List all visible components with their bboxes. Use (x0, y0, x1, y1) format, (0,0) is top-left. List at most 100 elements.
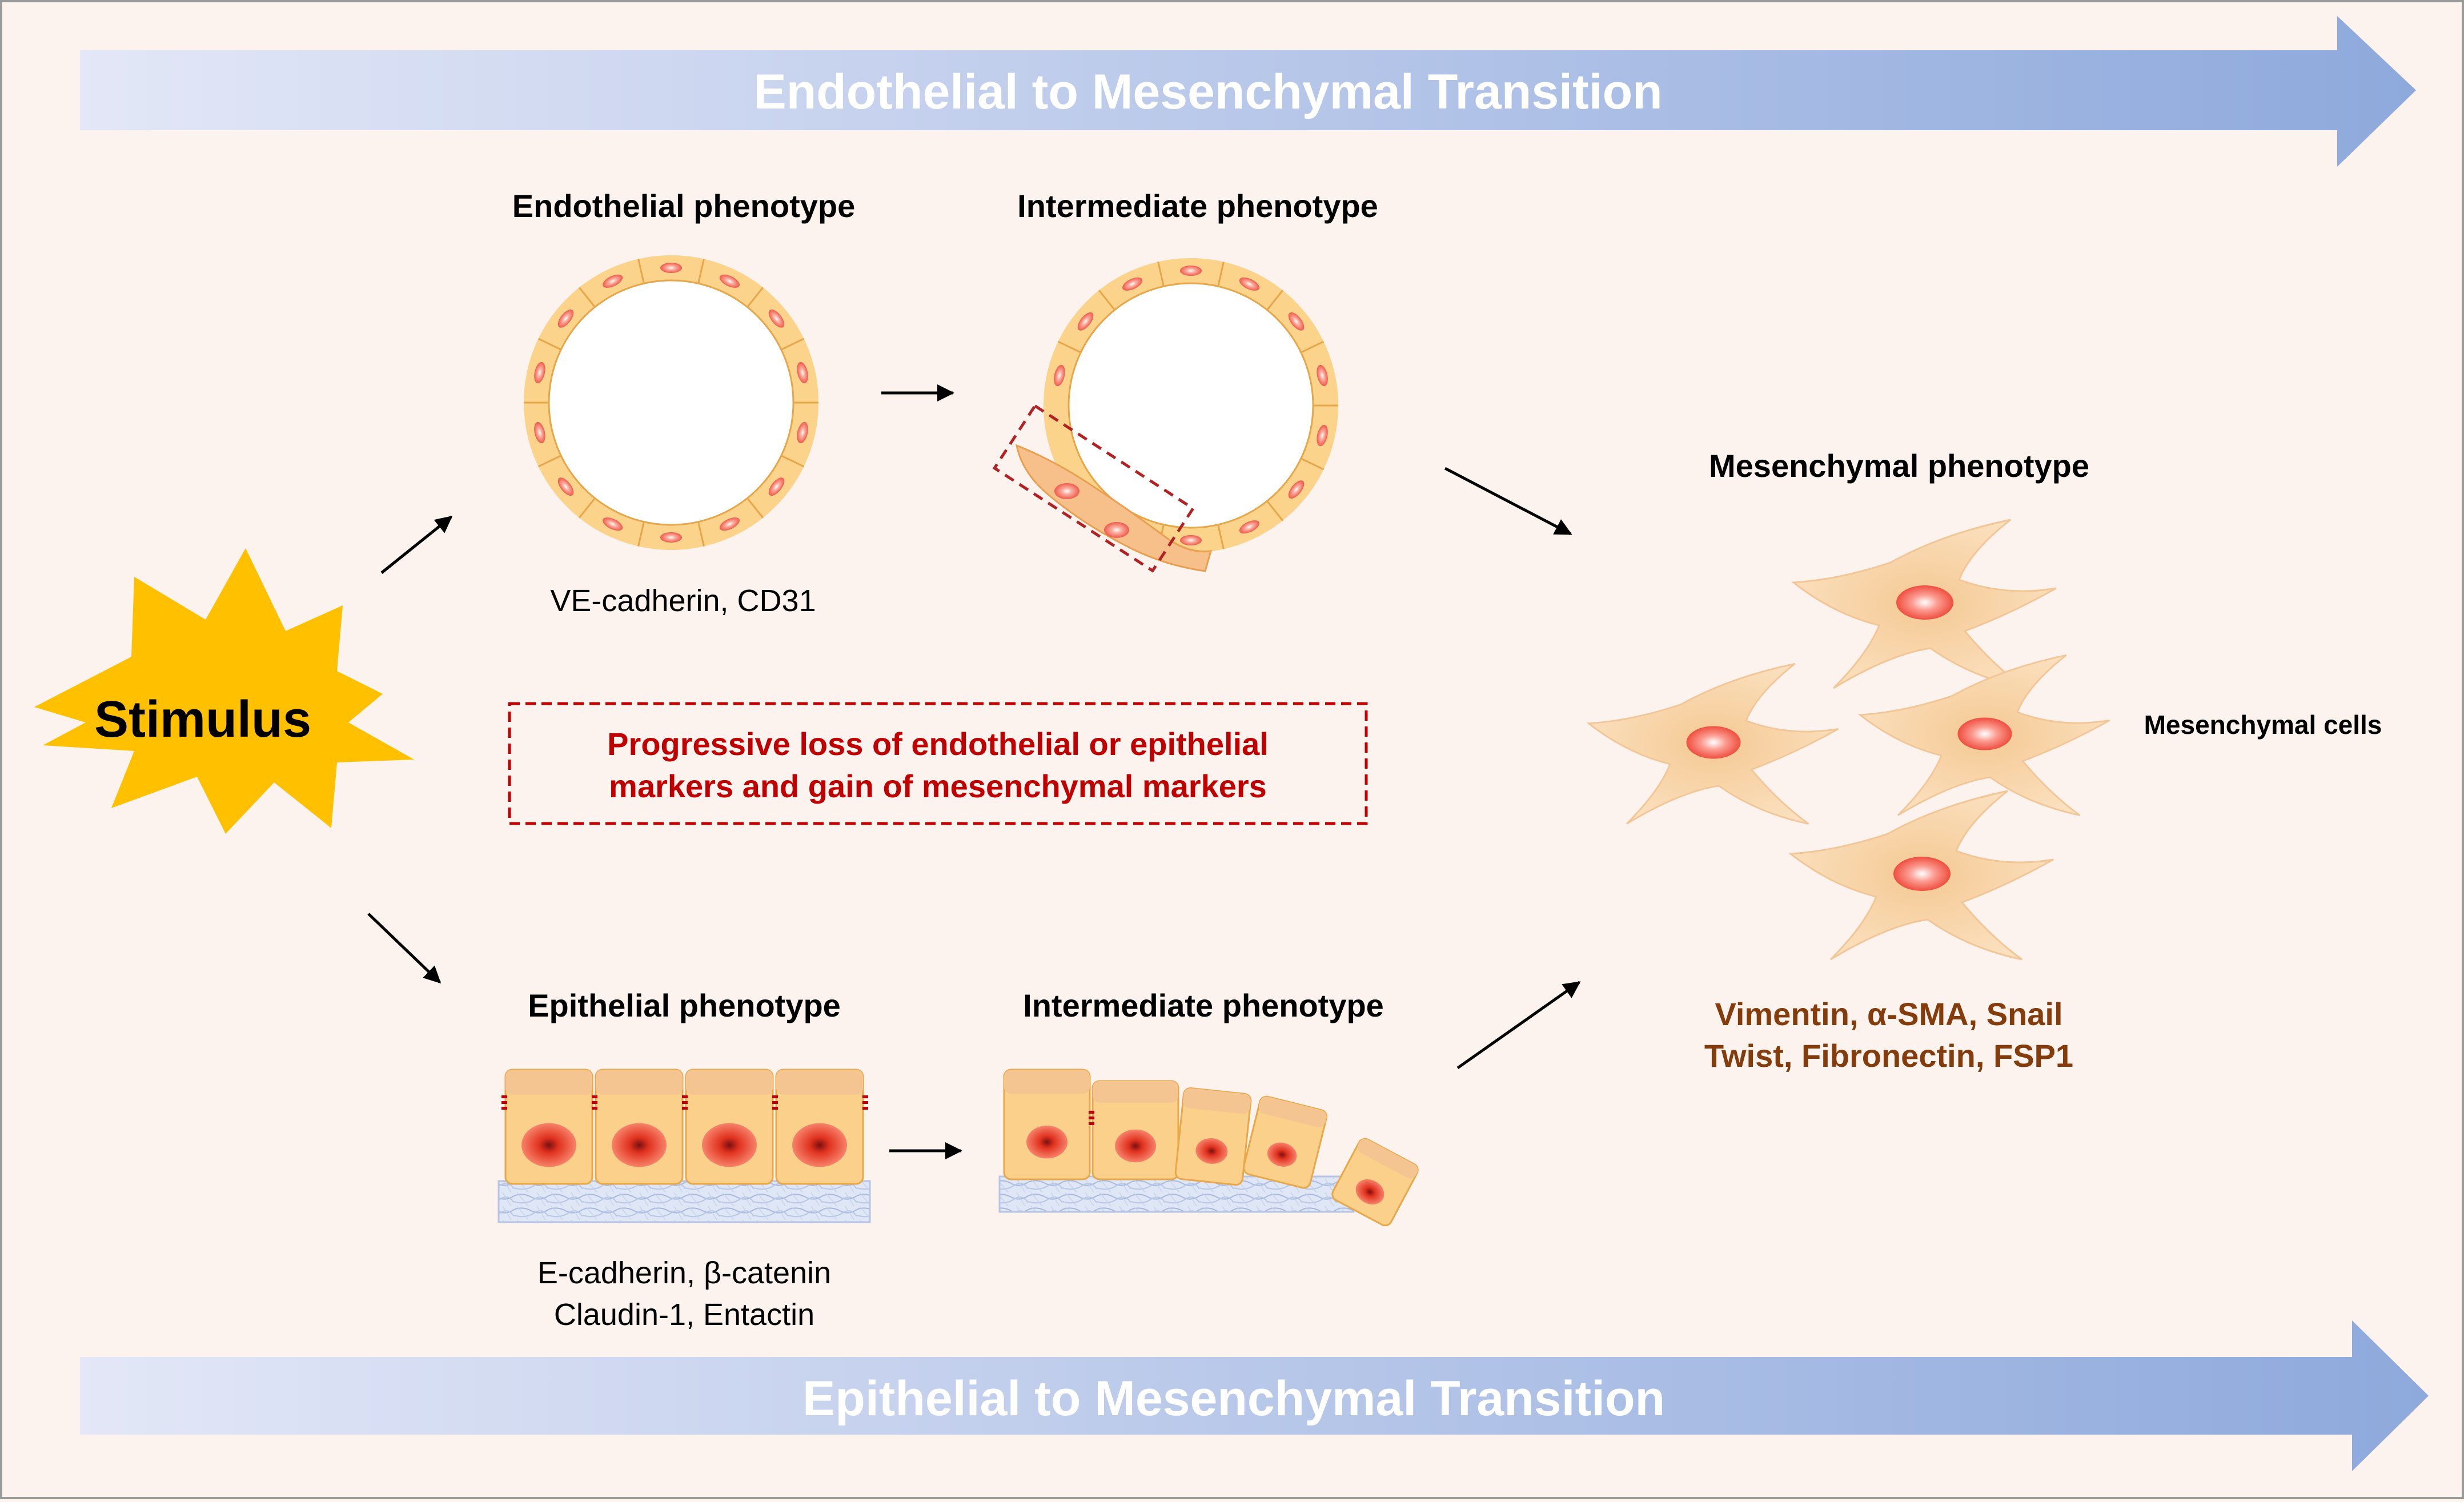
cell-junction (697, 521, 705, 547)
cell-junction (537, 455, 561, 468)
cell-apical (1357, 1139, 1418, 1179)
tight-junction (1089, 1117, 1094, 1119)
stimulus-burst: Stimulus (34, 548, 414, 834)
vessel-nucleus (1239, 277, 1259, 291)
intermediate-epithelial-layer (998, 1069, 1419, 1227)
cell-nucleus (1026, 1125, 1068, 1159)
tight-junction (682, 1107, 688, 1110)
transition-highlight-box (992, 404, 1195, 573)
cell-nucleus (1686, 726, 1741, 759)
cell-junction (781, 455, 805, 468)
endothelial-intermediate-title: Intermediate phenotype (1017, 188, 1378, 224)
epithelial-cells (501, 1069, 868, 1185)
vessel-nucleus (603, 517, 623, 531)
intermediate-epithelial-cells (1003, 1069, 1419, 1227)
cell-apical (1258, 1097, 1327, 1127)
cell-junction (637, 259, 645, 284)
cell-apical (1004, 1070, 1090, 1094)
mesenchymal-cell (1791, 519, 2057, 689)
cell-apical (1183, 1088, 1251, 1114)
cell-junction (747, 287, 764, 308)
cell-nucleus (521, 1123, 576, 1167)
banner-title-bottom: Epithelial to Mesenchymal Transition (802, 1371, 1665, 1426)
mesenchymal-markers-line2: Twist, Fibronectin, FSP1 (1704, 1038, 2073, 1074)
tight-junction (862, 1107, 868, 1110)
mesenchymal-cell (1586, 662, 1839, 825)
progression-box-border (508, 702, 1368, 825)
stimulus-label: Stimulus (94, 691, 311, 748)
vessel-nucleus (1288, 312, 1305, 331)
endothelial-markers: VE-cadherin, CD31 (550, 584, 816, 618)
tight-junction (1089, 1111, 1094, 1114)
arrow-intermediate-to-mesenchymal (1444, 467, 1572, 536)
epithelial-intermediate-title: Intermediate phenotype (1023, 987, 1384, 1023)
detaching-nucleus-1 (1054, 483, 1079, 499)
mesenchymal-cell (1788, 790, 2054, 961)
cell-junction (1266, 290, 1284, 311)
cell-nucleus (1267, 1142, 1297, 1167)
epithelial-markers-line1: E-cadherin, β-catenin (537, 1256, 831, 1290)
banner-arrow-top (80, 16, 2416, 167)
epithelial-cell (1331, 1138, 1419, 1227)
cell-apical (686, 1070, 773, 1095)
vessel-nucleus (797, 421, 808, 444)
endothelial-phenotype-title: Endothelial phenotype (512, 188, 855, 224)
epithelial-phenotype-title: Epithelial phenotype (528, 987, 841, 1023)
cell-apical (1093, 1081, 1178, 1103)
epithelial-cell (595, 1069, 684, 1185)
vessel-nucleus (1317, 424, 1328, 447)
vessel-nucleus (1239, 520, 1259, 534)
vessel-nucleus (768, 309, 785, 328)
tight-junction (862, 1095, 868, 1098)
tight-junction (772, 1095, 778, 1098)
vessel-nucleus (1180, 266, 1202, 276)
vessel-nucleus (660, 263, 682, 273)
vessel-nucleus (1180, 535, 1202, 545)
cell-apical (776, 1070, 863, 1095)
banner-arrow-bottom (80, 1320, 2429, 1471)
endmt-banner: Endothelial to Mesenchymal Transition (80, 16, 2416, 167)
cell-junction (747, 497, 764, 519)
mesenchymal-cells (1586, 519, 2110, 961)
vessel-nucleus (719, 517, 740, 531)
arrow-intermediate-epithelial-to-mesenchymal (1456, 981, 1581, 1070)
epithelial-cell (1003, 1069, 1091, 1180)
cell-nucleus (1893, 857, 1951, 891)
cell-nucleus (612, 1123, 667, 1167)
tight-junction (862, 1101, 868, 1104)
cell-junction (1301, 340, 1325, 354)
mesenchymal-phenotype-title: Mesenchymal phenotype (1709, 448, 2089, 484)
arrow-stimulus-to-endothelial (380, 516, 453, 574)
intermediate-vessel (992, 258, 1338, 573)
detaching-nucleus-2 (1104, 522, 1129, 538)
progression-box: Progressive loss of endothelial or epith… (508, 702, 1368, 825)
epithelial-cell (504, 1069, 593, 1185)
tight-junction (501, 1095, 507, 1098)
intermediate-vessel-lumen (1068, 282, 1314, 529)
epithelial-cell (775, 1069, 864, 1185)
flow-arrows (367, 384, 1581, 1159)
vessel-nucleus (1122, 277, 1143, 291)
tight-junction (501, 1107, 507, 1110)
vessel-nuclei (524, 259, 818, 547)
tight-junction (592, 1101, 597, 1104)
tight-junction (772, 1107, 778, 1110)
progression-line-1: Progressive loss of endothelial or epith… (607, 726, 1269, 762)
vessel-nucleus (719, 274, 740, 288)
cell-junction (578, 497, 596, 519)
epithelial-cell (1091, 1080, 1179, 1180)
cell-junction (1057, 340, 1081, 354)
tight-junction (772, 1101, 778, 1104)
tight-junction (1089, 1122, 1094, 1125)
vessel-lumen (548, 279, 794, 526)
vessel-nucleus (534, 362, 545, 384)
stimulus-star-icon (34, 548, 414, 834)
tight-junction (682, 1095, 688, 1098)
cell-apical (505, 1070, 592, 1095)
cell-nucleus (1115, 1129, 1156, 1163)
detaching-cells (1015, 444, 1213, 572)
vessel-nucleus (603, 274, 623, 288)
mesenchymal-cells-label: Mesenchymal cells (2144, 710, 2382, 740)
vessel-nucleus (797, 362, 808, 384)
